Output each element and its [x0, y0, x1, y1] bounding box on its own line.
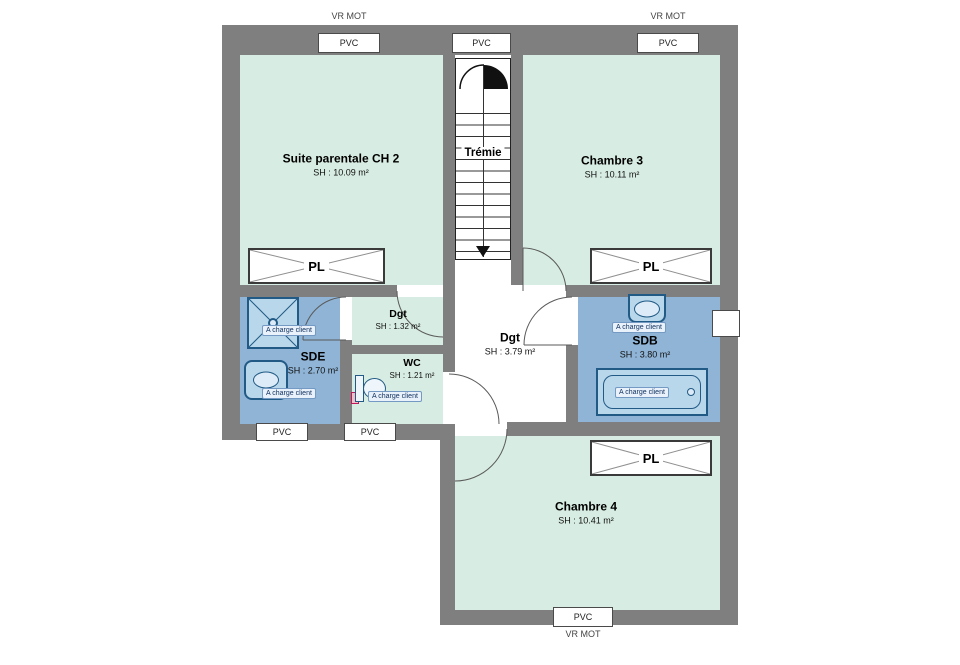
room-area: SH : 1.32 m²	[375, 321, 421, 331]
wall-corridor-bottom	[507, 422, 566, 436]
wall-chambre4-left	[440, 424, 455, 625]
closet-suite-label: PL	[304, 258, 329, 274]
label-sdb: SDB SH : 3.80 m²	[620, 333, 671, 360]
window-top-center: PVC	[452, 33, 511, 53]
sink-basin-icon	[634, 300, 660, 317]
wall-exterior-left	[222, 25, 240, 440]
client-charge-note-sink-sdb: A charge client	[612, 322, 666, 333]
window-motor-label-top-right: VR MOT	[650, 11, 686, 21]
label-dgt-main: Dgt SH : 3.79 m²	[485, 330, 536, 357]
wall-stair-right	[511, 55, 523, 285]
room-area: SH : 1.21 m²	[389, 370, 435, 380]
wall-suite-bottom	[240, 285, 397, 297]
window-sde: PVC	[256, 423, 308, 441]
window-top-left: PVC	[318, 33, 380, 53]
label-suite-parentale: Suite parentale CH 2 SH : 10.09 m²	[283, 151, 400, 178]
wall-sdb-left	[566, 345, 578, 422]
room-area: SH : 10.09 m²	[313, 166, 369, 177]
closet-suite: PL	[248, 248, 385, 284]
room-name: Suite parentale CH 2	[282, 151, 400, 166]
wall-stair-left	[443, 55, 455, 372]
room-name: Chambre 4	[554, 499, 618, 514]
room-chambre-3	[523, 55, 720, 285]
stair-arrow-head	[476, 246, 490, 257]
bathtub-drain-icon	[687, 388, 695, 396]
closet-chambre3: PL	[590, 248, 712, 284]
label-dgt-upper: Dgt SH : 1.32 m²	[376, 308, 421, 332]
room-name: SDB	[632, 333, 658, 348]
closet-chambre4: PL	[590, 440, 712, 476]
room-area: SH : 3.79 m²	[484, 345, 536, 356]
staircase: Trémie	[455, 58, 511, 260]
client-charge-note-sink-sde: A charge client	[262, 388, 316, 399]
window-motor-label-bottom: VR MOT	[565, 629, 601, 639]
window-motor-label-top-left: VR MOT	[331, 11, 367, 21]
tremie-label: Trémie	[461, 147, 505, 159]
room-suite-parentale	[240, 55, 443, 285]
wall-chambre3-bottom	[566, 285, 720, 297]
room-area: SH : 3.80 m²	[619, 348, 671, 359]
room-name: Chambre 3	[580, 153, 644, 168]
window-right-recess	[712, 310, 740, 337]
label-chambre-3: Chambre 3 SH : 10.11 m²	[581, 153, 643, 180]
closet-chambre4-label: PL	[638, 450, 664, 466]
room-area: SH : 2.70 m²	[287, 364, 339, 375]
label-chambre-4: Chambre 4 SH : 10.41 m²	[555, 499, 617, 526]
closet-chambre3-label: PL	[638, 258, 664, 274]
wall-dgt-wc	[352, 345, 443, 354]
window-wc: PVC	[344, 423, 396, 441]
window-bottom: PVC	[553, 607, 613, 627]
shower-icon	[247, 297, 299, 349]
window-top-right: PVC	[637, 33, 699, 53]
client-charge-note-wc: A charge client	[368, 391, 422, 402]
wall-sdb-bottom	[566, 422, 720, 436]
label-wc: WC SH : 1.21 m²	[390, 357, 435, 381]
label-sde: SDE SH : 2.70 m²	[288, 349, 339, 376]
bathtub-inner-icon	[603, 375, 701, 409]
stair-center-line	[483, 65, 484, 257]
client-charge-note-shower: A charge client	[262, 325, 316, 336]
client-charge-note-bathtub: A charge client	[615, 387, 669, 398]
sink-basin-icon	[253, 371, 279, 389]
room-name: WC	[403, 356, 421, 369]
room-area: SH : 10.41 m²	[558, 514, 614, 525]
wall-sde-right	[340, 340, 352, 424]
sink-sdb-icon	[628, 294, 666, 323]
room-name: Dgt	[499, 330, 520, 345]
room-area: SH : 10.11 m²	[584, 168, 640, 179]
room-name: Dgt	[389, 307, 407, 320]
room-name: SDE	[300, 349, 326, 364]
stair-direction-arrow	[459, 64, 508, 90]
